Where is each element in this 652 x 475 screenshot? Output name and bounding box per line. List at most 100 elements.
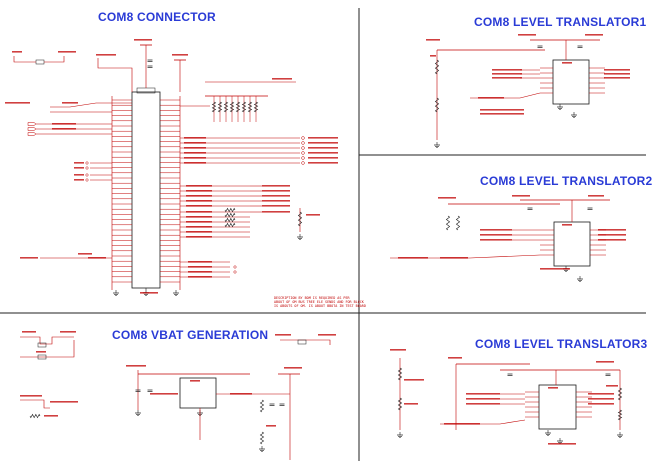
net-label	[562, 62, 572, 64]
net-label	[598, 229, 626, 231]
test-point	[85, 166, 89, 170]
net-tag	[27, 122, 37, 126]
jumper	[297, 339, 307, 345]
net-label	[140, 292, 158, 294]
net-label	[62, 102, 78, 104]
net-label	[308, 137, 338, 139]
net-label	[186, 190, 212, 192]
net-label	[186, 200, 212, 202]
net-label	[480, 109, 524, 111]
net-label	[466, 403, 500, 405]
resistor	[224, 217, 236, 223]
net-label	[22, 331, 36, 333]
net-label	[5, 102, 30, 104]
net-label	[172, 54, 188, 56]
fuse	[37, 354, 47, 360]
net-label	[548, 387, 558, 389]
test-point	[233, 270, 237, 274]
resistor	[397, 367, 403, 381]
net-label	[588, 403, 614, 405]
connector-note-line: DESCRIPTION BY BOM IS REQUIRED AS PER	[274, 296, 350, 300]
net-label	[606, 385, 618, 387]
net-label	[20, 257, 38, 259]
resistor	[617, 409, 623, 421]
net-label	[308, 142, 338, 144]
signal-wire	[280, 339, 331, 345]
test-point	[301, 156, 305, 160]
net-label	[186, 216, 212, 218]
net-label	[262, 185, 290, 187]
net-label	[430, 55, 436, 57]
test-point	[301, 136, 305, 140]
net-label	[52, 128, 76, 130]
resistor	[259, 399, 265, 413]
vbat-generation-circuit	[20, 331, 336, 460]
resistor	[224, 222, 236, 228]
net-label	[262, 205, 290, 207]
level-translator3-section-title: COM8 LEVEL TRANSLATOR3	[475, 337, 648, 351]
resistor	[455, 215, 461, 231]
net-label	[186, 236, 212, 238]
net-label	[186, 226, 212, 228]
net-label	[74, 167, 84, 169]
resistor	[297, 211, 303, 227]
net-label	[262, 200, 290, 202]
net-label	[188, 271, 212, 273]
net-label	[275, 334, 291, 336]
net-label	[58, 51, 76, 53]
net-label	[512, 195, 530, 197]
net-label	[96, 54, 116, 56]
net-label	[562, 224, 572, 226]
net-label	[52, 123, 76, 125]
net-label	[184, 137, 206, 139]
net-label	[448, 357, 462, 359]
net-label	[186, 221, 212, 223]
net-label	[480, 229, 512, 231]
fuse	[37, 342, 47, 348]
net-label	[36, 351, 46, 353]
test-point	[85, 161, 89, 165]
net-label	[262, 195, 290, 197]
net-label	[262, 211, 290, 213]
net-label	[492, 77, 522, 79]
net-label	[588, 393, 614, 395]
net-label	[585, 34, 603, 36]
net-label	[88, 257, 106, 259]
resistor	[434, 97, 440, 113]
translator2-ic	[553, 221, 591, 267]
resistor	[247, 101, 253, 113]
net-label	[548, 443, 576, 445]
net-label	[426, 39, 440, 41]
connector-section-title: COM8 CONNECTOR	[98, 10, 216, 24]
net-label	[588, 195, 604, 197]
net-label	[188, 266, 212, 268]
net-label	[596, 361, 614, 363]
net-label	[306, 214, 320, 216]
net-label	[186, 231, 212, 233]
net-label	[480, 113, 524, 115]
test-point	[85, 173, 89, 177]
net-label	[184, 142, 206, 144]
net-label	[444, 423, 480, 425]
resistor	[259, 431, 265, 445]
level-translator2-circuit	[390, 195, 626, 282]
net-label	[466, 393, 500, 395]
net-label	[44, 415, 58, 417]
net-label	[390, 349, 406, 351]
net-label	[480, 234, 512, 236]
net-label	[398, 257, 428, 259]
vbat-generation-section-title: COM8 VBAT GENERATION	[112, 328, 269, 342]
net-label	[74, 174, 84, 176]
resistor	[211, 101, 217, 113]
net-label	[308, 152, 338, 154]
vbat-regulator-ic	[179, 377, 217, 409]
net-label	[480, 239, 512, 241]
resistor	[29, 413, 41, 419]
net-label	[74, 162, 84, 164]
net-label	[78, 253, 92, 255]
net-label	[186, 195, 212, 197]
net-label	[50, 401, 78, 403]
level-translator3-circuit	[390, 349, 623, 445]
level-translator1-circuit	[426, 34, 630, 148]
